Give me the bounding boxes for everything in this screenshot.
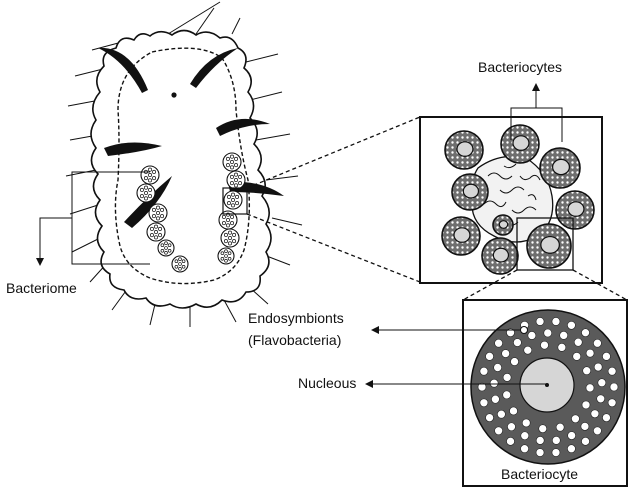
endosymbiont xyxy=(479,398,489,408)
endosymbiont xyxy=(551,317,561,326)
endosymbiont xyxy=(538,424,548,433)
zoom-connector-lines xyxy=(246,116,421,283)
endosymbiont xyxy=(507,422,516,432)
bacteriome-lobe xyxy=(157,239,175,257)
endosymbiont xyxy=(535,317,545,326)
endosymbiont xyxy=(502,390,512,400)
endosymbiont xyxy=(513,338,522,347)
endosymbiont xyxy=(593,426,602,436)
endosymbiont xyxy=(497,409,506,419)
endosymbiont xyxy=(581,400,591,410)
bacteriome-lobe xyxy=(223,190,243,210)
endosymbiont xyxy=(502,373,512,382)
endosymbiont xyxy=(543,328,553,338)
label-bacteriocytes: Bacteriocytes xyxy=(478,59,562,75)
bacteriocyte xyxy=(539,147,581,189)
endosymbiont xyxy=(571,414,580,424)
endosymbiont xyxy=(573,337,583,347)
endosymbiont xyxy=(494,426,503,436)
bacteriome-lobe xyxy=(140,165,160,185)
endosymbiont xyxy=(485,413,494,422)
bacteriocyte xyxy=(441,216,481,256)
label-endosymbionts: Endosymbionts xyxy=(248,310,344,326)
label-flavobacteria: (Flavobacteria) xyxy=(248,332,341,348)
endosymbiont xyxy=(506,437,515,446)
endosymbiont xyxy=(580,422,590,431)
endosymbiont xyxy=(602,413,611,422)
endosymbiont xyxy=(477,382,487,392)
selection-square xyxy=(222,187,248,215)
label-bacteriocyte: Bacteriocyte xyxy=(501,466,578,482)
bacteriocyte xyxy=(500,124,540,164)
bacteriome-lobe xyxy=(148,203,168,223)
endosymbiont xyxy=(479,366,489,376)
endosymbiont xyxy=(551,448,561,457)
bacteriome-lobe xyxy=(146,222,166,242)
endosymbiont xyxy=(597,378,607,388)
endosymbiont xyxy=(523,345,533,355)
endosymbiont xyxy=(607,366,617,376)
endosymbiont xyxy=(485,352,494,361)
endosymbiont-vesicles xyxy=(477,317,619,457)
endosymbiont xyxy=(567,320,576,330)
bacteriome-zoom-panel xyxy=(419,83,603,284)
label-nucleous: Nucleous xyxy=(298,375,356,391)
endosymbiont xyxy=(581,328,590,337)
endosymbiont xyxy=(510,357,519,366)
endosymbiont xyxy=(535,448,545,457)
endosymbiont xyxy=(557,343,567,352)
bacteriome-lobe xyxy=(222,152,242,172)
zoom-connector-lines-2 xyxy=(462,269,628,301)
bacteriome-bracket xyxy=(36,171,150,266)
bacteriome-lobe xyxy=(226,170,246,190)
endosymbiont xyxy=(540,340,549,350)
bacteriome-lobe xyxy=(217,247,235,265)
bacteriome-lobe xyxy=(136,183,156,203)
insect-body xyxy=(65,1,303,327)
endosymbiont xyxy=(596,394,605,404)
bacteriocytes-bracket xyxy=(510,83,563,142)
endosymbiont xyxy=(607,398,617,408)
bacteriome-lobe xyxy=(220,228,240,248)
endosymbiont xyxy=(521,418,531,428)
endosymbiont xyxy=(555,422,565,432)
endosymbiont xyxy=(572,352,582,361)
endosymbiont xyxy=(494,338,503,348)
endosymbiont xyxy=(520,431,530,441)
bacteriocyte xyxy=(555,190,595,230)
bacteriocyte-detail-panel xyxy=(462,299,628,487)
endosymbiont xyxy=(489,378,499,388)
endosymbiont xyxy=(493,363,502,372)
bacteriocyte xyxy=(526,223,572,269)
bacteriome-lobe xyxy=(171,255,189,273)
endosymbiont xyxy=(567,444,576,454)
endosymbiont xyxy=(581,437,590,446)
bacteriocyte xyxy=(492,214,514,236)
endosymbiont xyxy=(593,338,602,348)
endosymbiont xyxy=(559,331,568,340)
endosymbiont xyxy=(501,349,510,358)
zoom-selection-square xyxy=(516,217,574,271)
endosymbiont xyxy=(527,331,537,340)
endosymbiont xyxy=(491,394,500,404)
endosymbiont xyxy=(585,383,595,393)
endosymbiont xyxy=(520,444,529,454)
endosymbiont xyxy=(602,352,611,361)
endosymbiont xyxy=(590,409,600,419)
label-bacteriome: Bacteriome xyxy=(6,280,77,296)
endosymbiont xyxy=(535,436,545,445)
endosymbiont xyxy=(609,382,619,392)
endosymbiont xyxy=(506,328,515,337)
endosymbiont xyxy=(585,348,595,358)
endosymbiont xyxy=(509,406,518,416)
endosymbiont xyxy=(582,366,592,376)
bacteriocyte xyxy=(451,173,489,211)
bacteriocyte xyxy=(444,130,484,170)
endosymbiont xyxy=(551,436,561,445)
bacteriocyte xyxy=(481,237,519,275)
endosymbiont xyxy=(567,431,576,440)
endosymbiont xyxy=(593,362,603,372)
